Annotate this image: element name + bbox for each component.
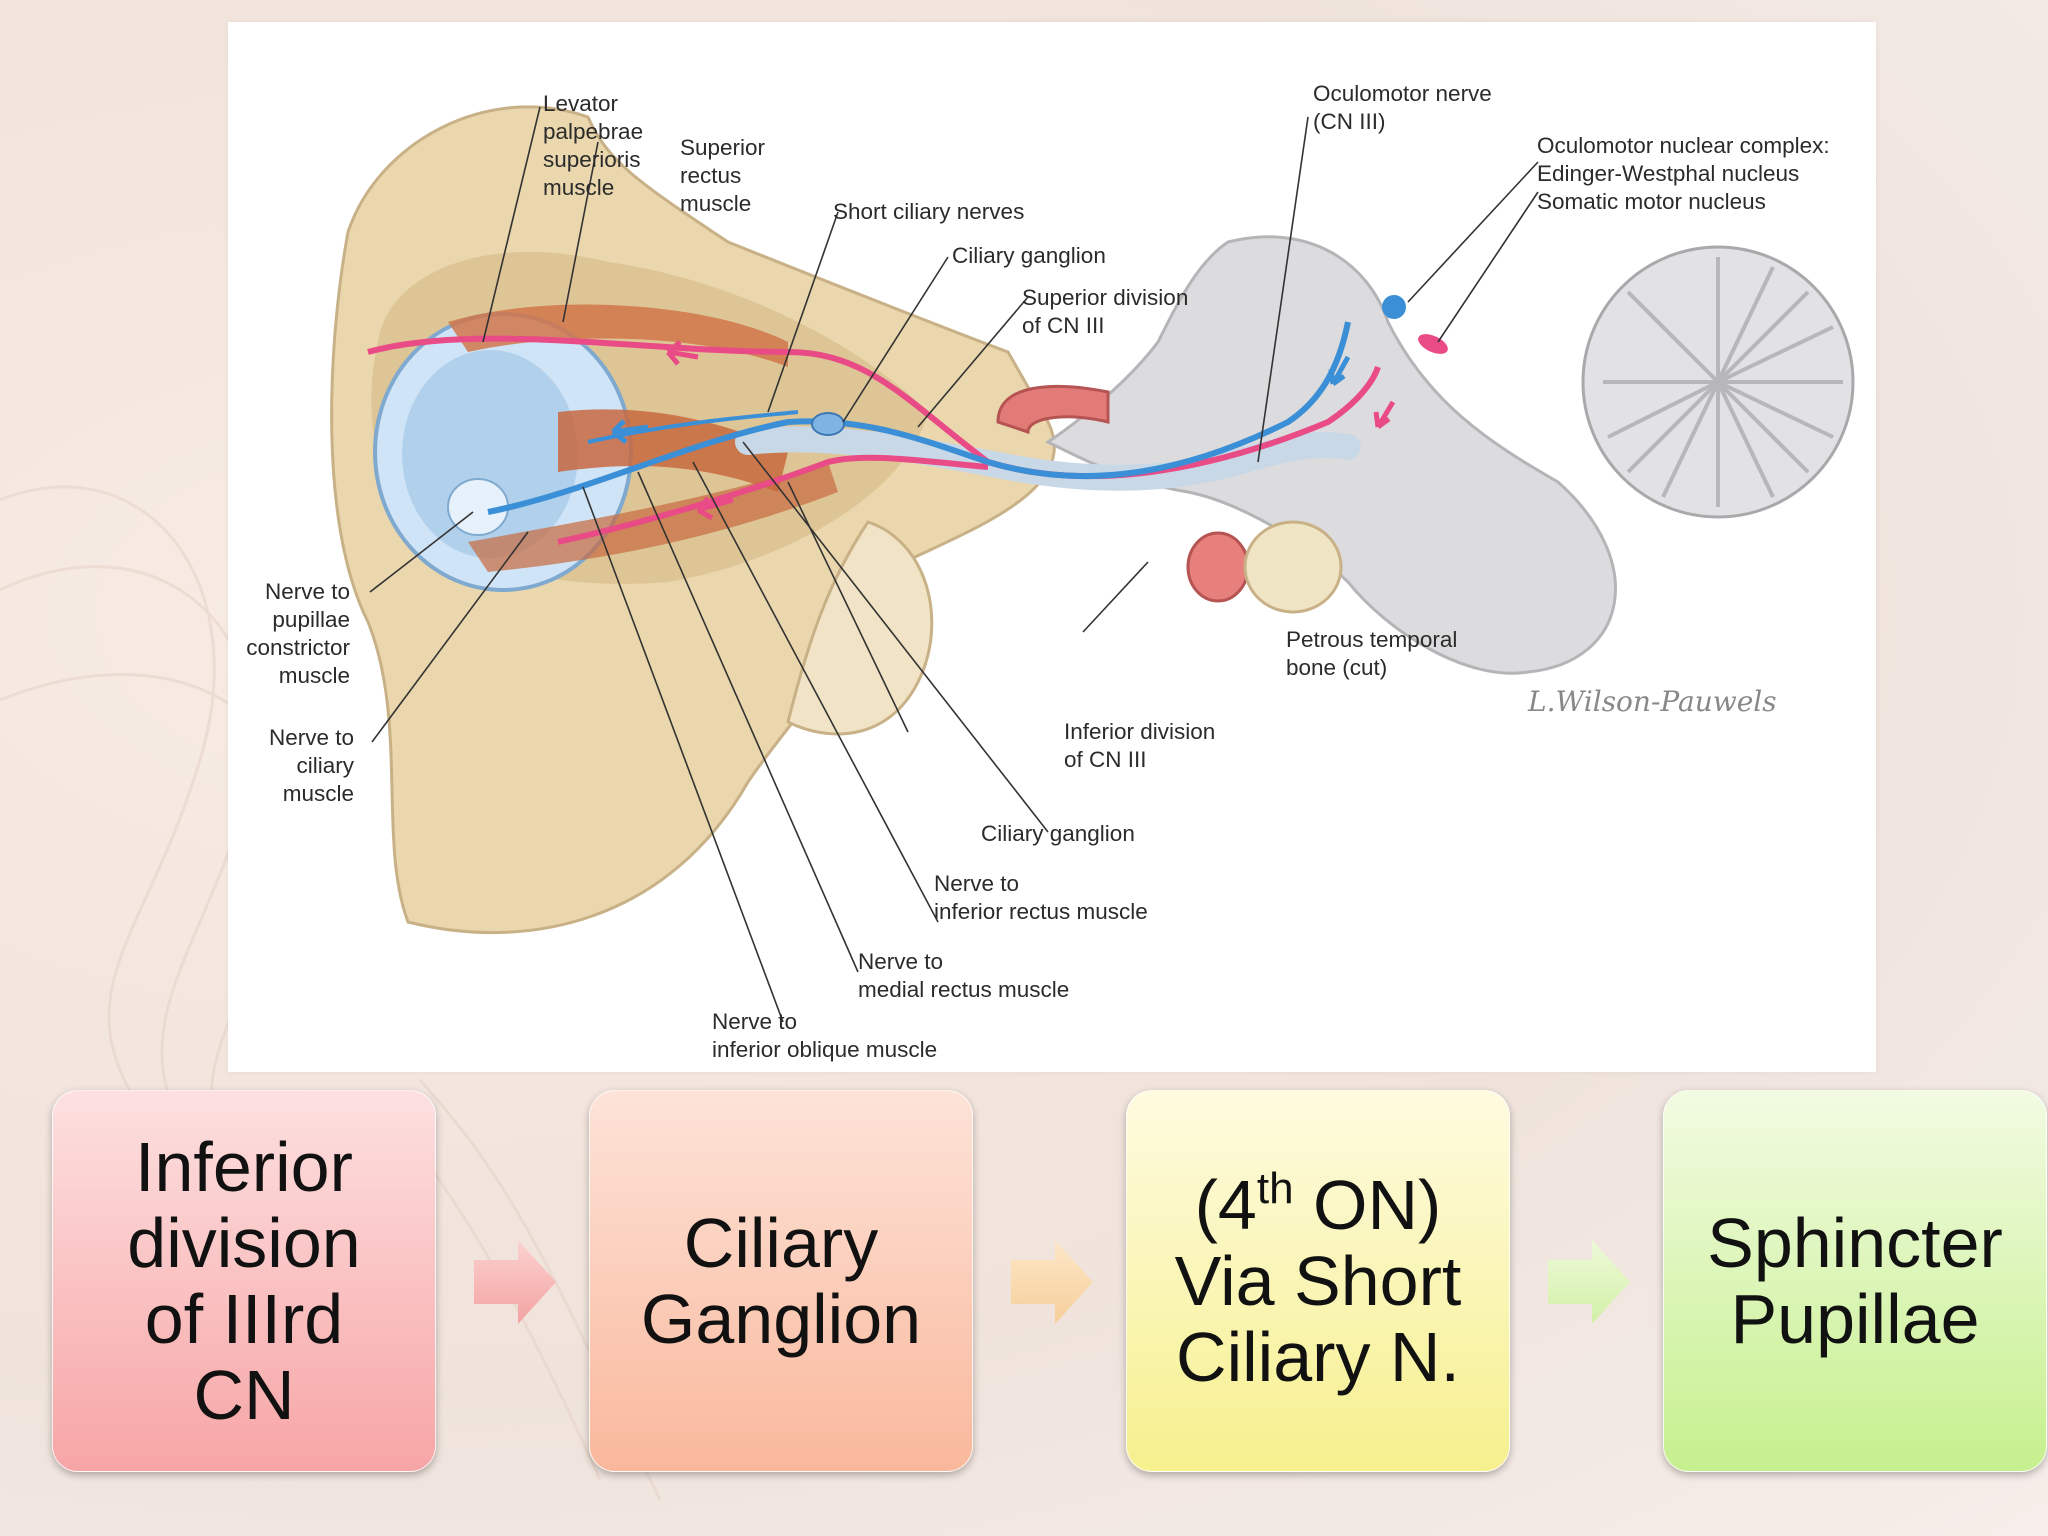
leader-lines xyxy=(369,106,1539,1023)
label-nerve-inferior-oblique: Nerve to inferior oblique muscle xyxy=(712,1009,938,1062)
label-nerve-pupillae-constrictor: Nerve to pupillae constrictor muscle xyxy=(246,579,350,688)
petrous-bone xyxy=(1243,520,1343,614)
superior-rectus-muscle xyxy=(448,304,788,367)
eyeball-inner xyxy=(402,350,578,558)
anatomy-drawing xyxy=(330,105,1855,1023)
nerve-direction-arrows xyxy=(611,340,1396,521)
ciliary-ganglion xyxy=(811,412,845,436)
flow-box-3-line-1: (4th ON) xyxy=(1175,1164,1462,1244)
flow-box-3-line-2: Via Short xyxy=(1174,1242,1462,1320)
flow-box-inferior-division: Inferior division of IIIrd CN xyxy=(52,1090,436,1472)
oculomotor-nerve-illustration: Levator palpebrae superioris muscle Supe… xyxy=(228,22,1876,1072)
label-nerve-inferior-rectus: Nerve to inferior rectus muscle xyxy=(934,871,1148,924)
flow-box-sphincter-pupillae: Sphincter Pupillae xyxy=(1663,1090,2047,1472)
flow-box-ciliary-ganglion: Ciliary Ganglion xyxy=(589,1090,973,1472)
flow-box-1-line-1: Inferior xyxy=(135,1128,353,1206)
label-petrous-temporal-bone: Petrous temporal bone (cut) xyxy=(1286,627,1458,680)
sinus-bone xyxy=(786,520,934,736)
flow-box-3-superscript: th xyxy=(1256,1164,1294,1213)
artist-signature: L.Wilson-Pauwels xyxy=(1528,685,1777,718)
label-ciliary-ganglion-bottom: Ciliary ganglion xyxy=(981,821,1135,846)
label-oculomotor-nuclear-complex: Oculomotor nuclear complex: Edinger-West… xyxy=(1537,133,1830,214)
vessel-cut xyxy=(1186,531,1250,603)
carotid-artery xyxy=(996,384,1110,435)
label-nerve-medial-rectus: Nerve to medial rectus muscle xyxy=(858,949,1070,1002)
label-oculomotor-nerve: Oculomotor nerve (CN III) xyxy=(1313,81,1492,134)
flow-arrow-1 xyxy=(474,1240,556,1324)
cerebellum-folia xyxy=(1603,257,1843,507)
label-superior-rectus: Superior rectus muscle xyxy=(680,135,766,216)
flow-arrow-3 xyxy=(1548,1240,1630,1324)
flow-box-3-prefix: (4 xyxy=(1194,1166,1257,1244)
flow-box-4-line-2: Pupillae xyxy=(1730,1280,1980,1358)
label-ciliary-ganglion-top: Ciliary ganglion xyxy=(952,243,1106,268)
pink-nerve-lower xyxy=(557,454,989,545)
flow-box-1-line-3: of IIIrd xyxy=(144,1280,344,1358)
somatic-motor-nucleus xyxy=(1418,334,1448,354)
flow-arrow-2 xyxy=(1011,1240,1093,1324)
flow-box-1-line-2: division xyxy=(127,1204,361,1282)
flow-box-2-line-2: Ganglion xyxy=(640,1280,922,1358)
edinger-westphal-nucleus xyxy=(1382,295,1406,319)
pink-nerve-path xyxy=(367,335,1381,480)
label-short-ciliary-nerves: Short ciliary nerves xyxy=(833,199,1025,224)
blue-nerve-path xyxy=(487,321,1351,515)
flow-box-4-line-1: Sphincter xyxy=(1707,1204,2003,1282)
label-levator-palpebrae: Levator palpebrae superioris muscle xyxy=(543,91,644,200)
flow-box-3-suffix: ON) xyxy=(1293,1166,1442,1244)
label-inferior-division: Inferior division of CN III xyxy=(1064,719,1216,772)
label-superior-division: Superior division of CN III xyxy=(1022,285,1189,338)
label-nerve-ciliary-muscle: Nerve to ciliary muscle xyxy=(268,725,354,806)
flow-box-2-line-1: Ciliary xyxy=(683,1204,879,1282)
flow-box-1-line-4: CN xyxy=(193,1356,295,1434)
flow-box-3-line-3: Ciliary N. xyxy=(1176,1318,1460,1396)
flow-box-short-ciliary-nerve: (4th ON) Via Short Ciliary N. xyxy=(1126,1090,1510,1472)
